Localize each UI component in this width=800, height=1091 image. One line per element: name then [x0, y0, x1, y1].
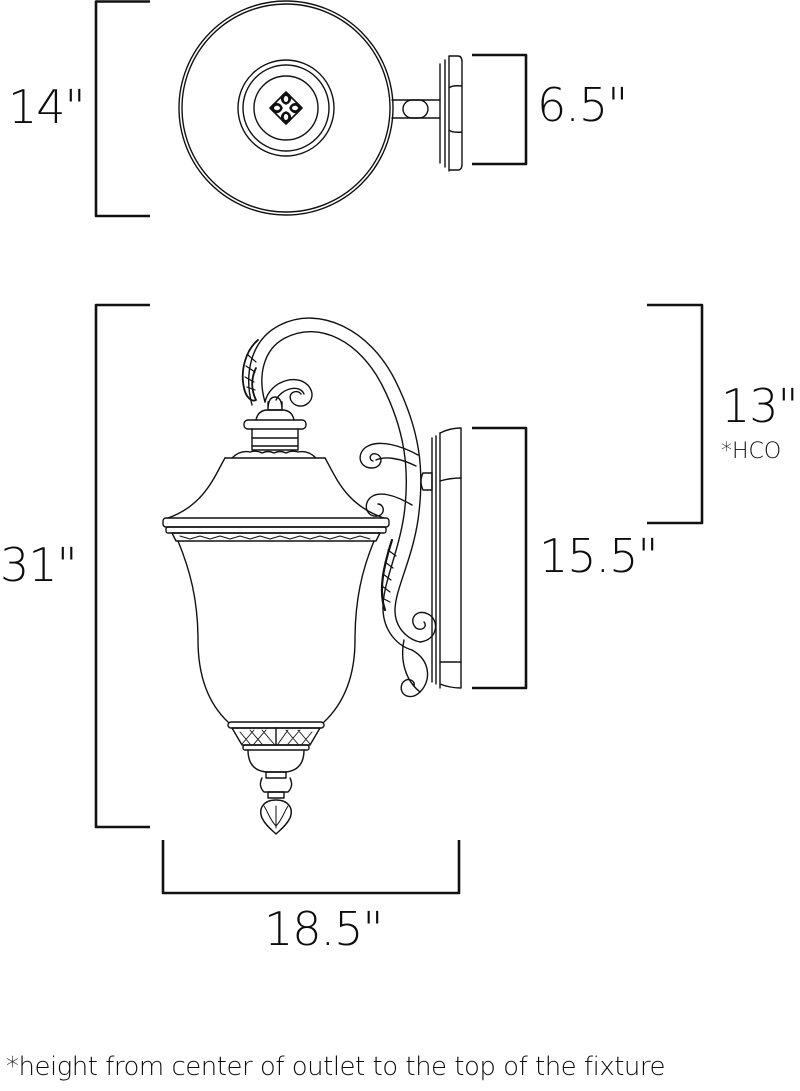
bracket-6-5in: [472, 53, 528, 166]
dimension-label-6-5in: 6.5": [537, 78, 628, 132]
bracket-13in: [647, 303, 704, 525]
top-view: [178, 0, 463, 216]
wall-backplate: [431, 427, 462, 689]
dimension-brackets: [94, 0, 704, 895]
top-wall-plate: [439, 55, 463, 172]
dimension-label-15-5in: 15.5": [539, 529, 659, 583]
footnote: *height from center of outlet to the top…: [6, 1052, 666, 1082]
scroll-arm: [241, 317, 437, 698]
bracket-14in: [94, 0, 150, 218]
top-ring-outer: [237, 59, 335, 157]
dimension-label-18-5in: 18.5": [264, 902, 384, 956]
bracket-18-5in: [161, 840, 461, 895]
top-arm: [391, 99, 441, 119]
finial: [227, 721, 325, 835]
quatrefoil-icon: [269, 91, 303, 125]
dimension-label-14in: 14": [8, 80, 86, 134]
lantern-cap: [162, 396, 390, 542]
glass-shade: [177, 540, 375, 723]
bracket-15-5in: [472, 426, 528, 690]
hco-marker: *HCO: [721, 439, 782, 464]
dimension-label-31in: 31": [0, 538, 78, 592]
dimension-label-13in: 13": [721, 379, 799, 433]
bracket-31in: [94, 303, 150, 829]
side-view: [162, 317, 462, 835]
